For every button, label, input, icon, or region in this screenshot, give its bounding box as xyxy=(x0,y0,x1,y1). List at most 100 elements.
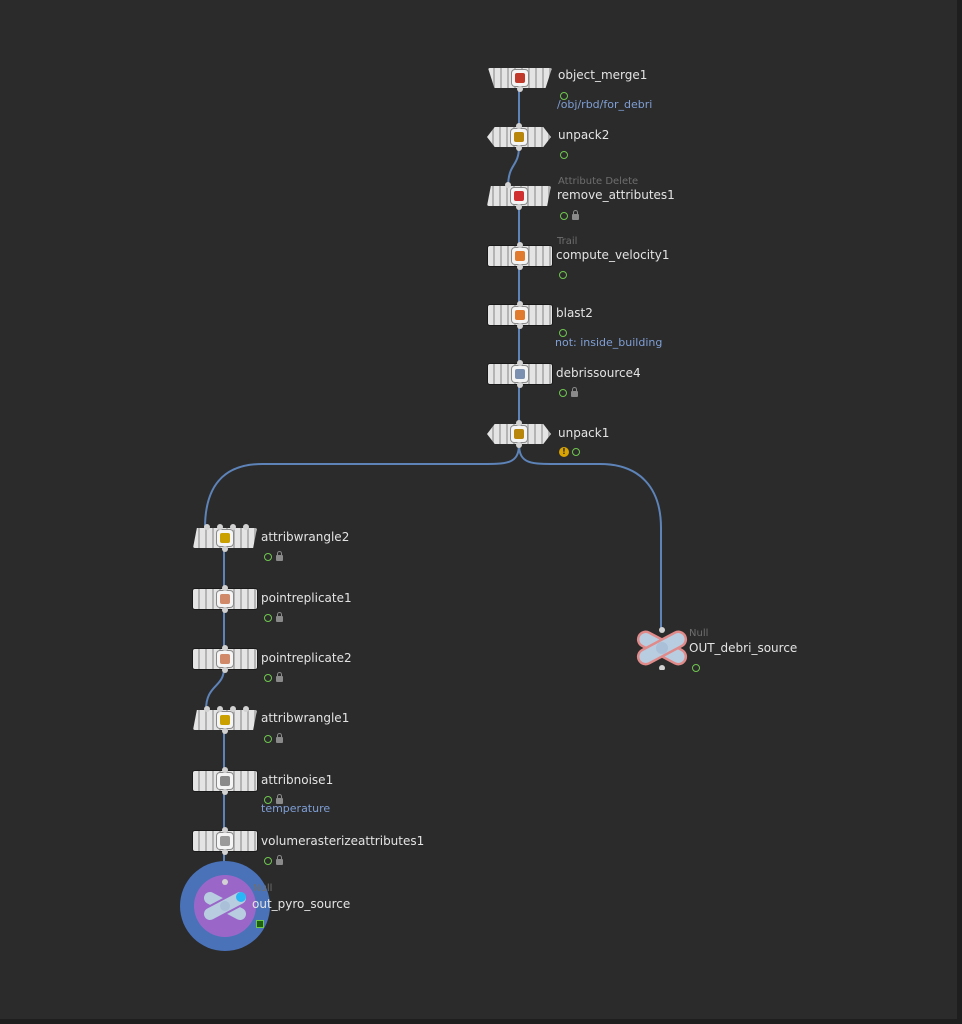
trail-icon xyxy=(512,248,528,264)
output-connector[interactable] xyxy=(517,382,523,388)
input-connector[interactable] xyxy=(230,706,236,712)
input-connector[interactable] xyxy=(204,524,210,530)
bypass-flag-icon[interactable] xyxy=(264,856,272,865)
output-connector[interactable] xyxy=(516,145,522,151)
node-name-label: volumerasterizeattributes1 xyxy=(261,834,425,848)
node-object-merge1[interactable] xyxy=(488,68,552,92)
node-blast2[interactable] xyxy=(488,301,552,329)
output-null-icon xyxy=(180,861,270,951)
bypass-flag-icon[interactable] xyxy=(264,613,272,622)
input-connector[interactable] xyxy=(517,360,523,366)
output-connector[interactable] xyxy=(222,607,228,613)
node-out-debri-source[interactable] xyxy=(634,626,690,671)
lock-icon[interactable] xyxy=(276,854,283,865)
output-connector[interactable] xyxy=(222,849,228,855)
pane-border-right xyxy=(957,0,962,1024)
node-flags xyxy=(560,85,572,100)
input-connector[interactable] xyxy=(230,524,236,530)
lock-icon[interactable] xyxy=(276,671,283,682)
volume-rasterize-icon xyxy=(217,833,233,849)
node-unpack2[interactable] xyxy=(487,123,551,151)
bypass-flag-icon[interactable] xyxy=(559,388,567,397)
node-flags xyxy=(692,657,704,672)
node-flags xyxy=(264,667,283,682)
lock-icon[interactable] xyxy=(276,793,283,804)
bypass-flag-icon[interactable] xyxy=(560,211,568,220)
node-name-label: OUT_debri_source xyxy=(689,641,798,655)
input-connector[interactable] xyxy=(243,706,249,712)
node-flags xyxy=(264,789,283,804)
lock-icon[interactable] xyxy=(276,611,283,622)
null-icon xyxy=(636,627,688,671)
bypass-flag-icon[interactable] xyxy=(264,734,272,743)
node-flags: ! xyxy=(559,441,584,457)
node-compute-velocity1[interactable] xyxy=(488,242,552,270)
node-flags xyxy=(559,264,571,279)
input-connector[interactable] xyxy=(222,645,228,651)
node-pointreplicate1[interactable] xyxy=(193,585,257,613)
input-connector[interactable] xyxy=(516,123,522,129)
bypass-flag-icon[interactable] xyxy=(559,328,567,337)
input-connector[interactable] xyxy=(517,242,523,248)
display-flag-icon[interactable] xyxy=(256,919,264,928)
node-name-label: attribwrangle1 xyxy=(261,711,350,725)
output-connector[interactable] xyxy=(222,728,228,734)
lock-icon[interactable] xyxy=(571,386,578,397)
input-connector[interactable] xyxy=(222,767,228,773)
node-flags xyxy=(559,382,578,397)
bypass-flag-icon[interactable] xyxy=(560,91,568,100)
node-attribnoise1[interactable] xyxy=(193,767,257,795)
input-connector[interactable] xyxy=(517,301,523,307)
bypass-flag-icon[interactable] xyxy=(692,663,700,672)
point-replicate-icon xyxy=(217,651,233,667)
output-connector[interactable] xyxy=(517,264,523,270)
node-debrissource4[interactable] xyxy=(488,360,552,388)
node-name-label: compute_velocity1 xyxy=(556,248,670,262)
node-attribwrangle2[interactable] xyxy=(193,524,257,552)
input-connector[interactable] xyxy=(516,420,522,426)
bypass-flag-icon[interactable] xyxy=(560,150,568,159)
output-connector[interactable] xyxy=(516,204,522,210)
node-volumerasterizeattributes1[interactable] xyxy=(193,827,257,855)
output-connector[interactable] xyxy=(517,86,523,92)
lock-icon[interactable] xyxy=(572,209,579,220)
node-flags xyxy=(264,850,283,865)
node-unpack1[interactable] xyxy=(487,420,551,448)
node-attribwrangle1[interactable] xyxy=(193,706,257,734)
unpack-icon xyxy=(511,426,527,442)
bypass-flag-icon[interactable] xyxy=(264,673,272,682)
lock-icon[interactable] xyxy=(276,732,283,743)
blast-icon xyxy=(512,307,528,323)
input-connector[interactable] xyxy=(217,706,223,712)
warning-icon[interactable]: ! xyxy=(559,446,569,457)
node-remove-attributes1[interactable] xyxy=(487,182,551,210)
bypass-flag-icon[interactable] xyxy=(572,447,580,456)
node-name-label: remove_attributes1 xyxy=(557,188,675,202)
node-out-pyro-source[interactable] xyxy=(179,860,271,952)
pane-border-bottom xyxy=(0,1019,962,1024)
input-connector[interactable] xyxy=(204,706,210,712)
output-connector[interactable] xyxy=(516,442,522,448)
node-pointreplicate2[interactable] xyxy=(193,645,257,673)
bypass-flag-icon[interactable] xyxy=(559,270,567,279)
output-connector[interactable] xyxy=(222,789,228,795)
wire-unpack1-out-debri-source xyxy=(518,443,662,632)
output-connector[interactable] xyxy=(517,323,523,329)
input-connector[interactable] xyxy=(222,585,228,591)
input-connector[interactable] xyxy=(217,524,223,530)
lock-icon[interactable] xyxy=(276,550,283,561)
debris-source-icon xyxy=(512,366,528,382)
output-connector[interactable] xyxy=(222,546,228,552)
node-name-label: attribnoise1 xyxy=(261,773,334,787)
unpack-icon xyxy=(511,129,527,145)
output-connector[interactable] xyxy=(222,667,228,673)
input-connector[interactable] xyxy=(222,827,228,833)
input-connector[interactable] xyxy=(243,524,249,530)
bypass-flag-icon[interactable] xyxy=(264,795,272,804)
bypass-flag-icon[interactable] xyxy=(264,552,272,561)
input-connector[interactable] xyxy=(505,182,511,188)
node-subtitle: /obj/rbd/for_debri xyxy=(557,98,653,111)
wrangle-icon xyxy=(217,530,233,546)
